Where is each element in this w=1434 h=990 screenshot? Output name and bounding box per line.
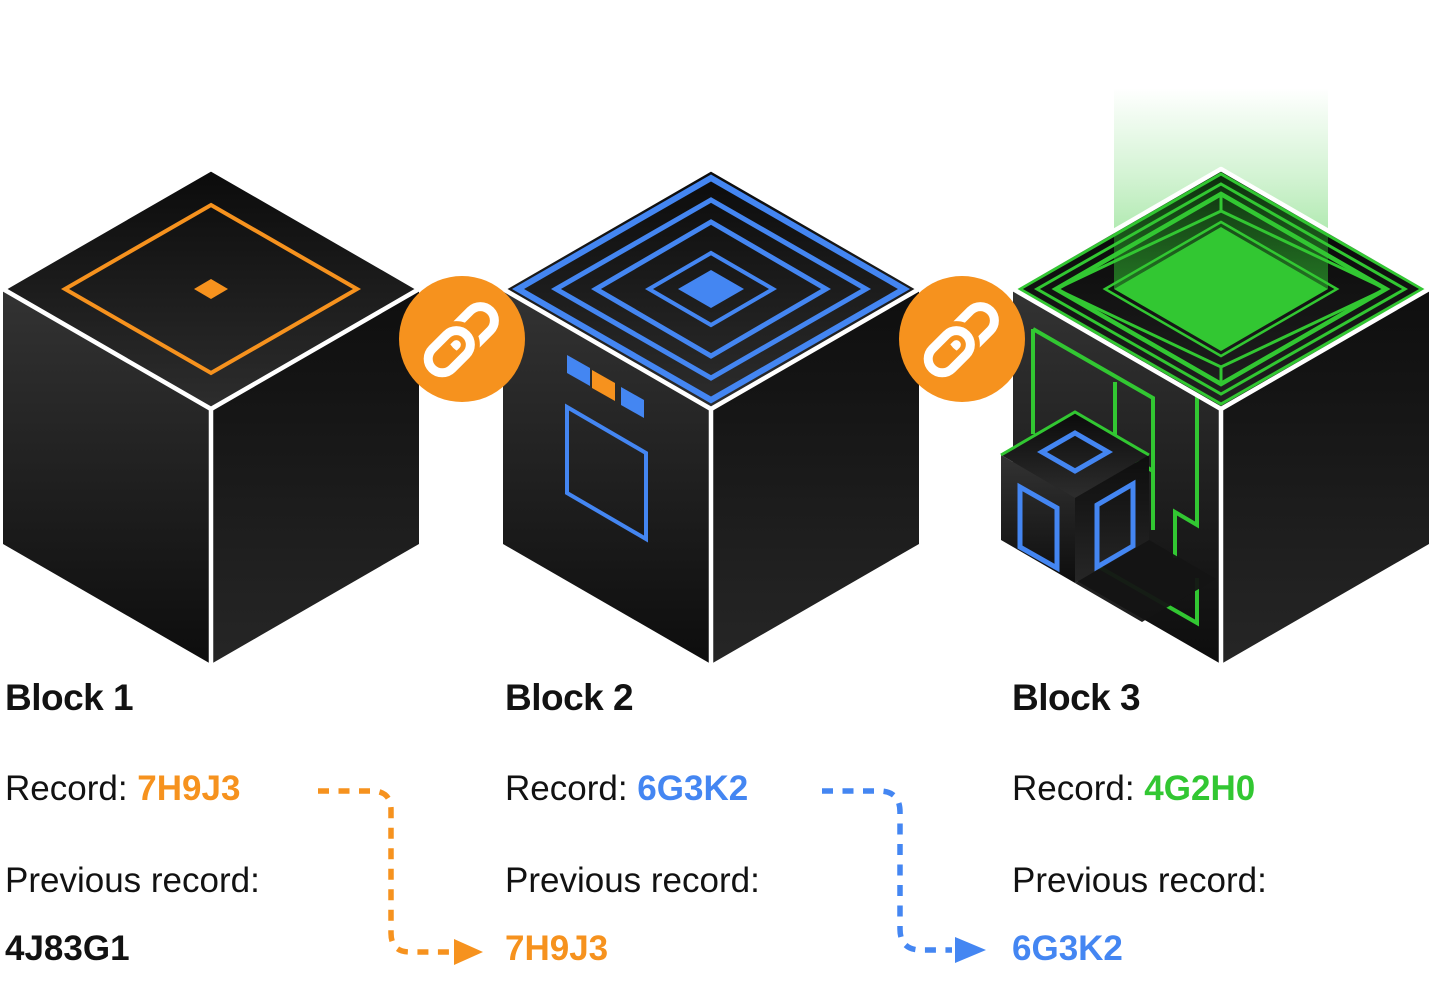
block3-title: Block 3 — [1012, 677, 1141, 718]
block1-record-line: Record: 7H9J3 — [5, 769, 241, 809]
chain-link-icon-2 — [899, 276, 1025, 402]
block2-data-square-1 — [567, 355, 590, 386]
block1-record-label: Record: — [5, 769, 128, 808]
block2-left-face — [503, 289, 711, 664]
block2-title: Block 2 — [505, 677, 634, 718]
block2-cube — [500, 166, 922, 664]
block3-cube — [1000, 88, 1432, 664]
block1-title: Block 1 — [5, 677, 134, 718]
nested-cube-blue-squares — [1017, 430, 1136, 573]
block2-blue-diamond-outlines — [511, 174, 911, 404]
glow-beam — [1114, 88, 1328, 289]
block2-data-square-2 — [592, 370, 615, 401]
block1-previous-value: 4J83G1 — [5, 929, 130, 968]
block1-right-face — [211, 289, 419, 664]
nested-cube — [1000, 410, 1216, 622]
block2-record-label: Record: — [505, 769, 628, 808]
block2-white-edges — [500, 166, 922, 664]
hash-arrow-blue — [822, 788, 986, 963]
block2-data-square-3 — [621, 387, 644, 418]
nested-cube-shadow — [1075, 540, 1216, 622]
block3-record-value: 4G2H0 — [1144, 769, 1256, 808]
block3-previous-value: 6G3K2 — [1012, 929, 1123, 968]
block1-white-edges — [0, 166, 422, 664]
block3-previous-label: Previous record: — [1012, 861, 1267, 900]
block2-record-value: 6G3K2 — [637, 769, 749, 808]
hash-arrow-orange — [318, 788, 483, 965]
arrowhead-orange — [454, 939, 483, 965]
block1-left-face — [3, 289, 211, 664]
block1-cube — [0, 166, 422, 664]
nested-cube-green-edges — [1000, 410, 1150, 457]
block2-record-line: Record: 6G3K2 — [505, 769, 749, 809]
chain-link-icon-1 — [399, 276, 525, 402]
block1-center-diamond — [194, 279, 228, 299]
block1-previous-label: Previous record: — [5, 861, 260, 900]
block2-data-outline-square — [565, 403, 648, 543]
arrowhead-blue — [955, 937, 986, 963]
block2-previous-label: Previous record: — [505, 861, 760, 900]
block2-right-face — [711, 289, 919, 664]
block3-record-label: Record: — [1012, 769, 1135, 808]
block2-center-diamond — [678, 270, 744, 308]
block1-orange-diamond-outline — [60, 202, 362, 376]
block3-green-frame — [1016, 172, 1426, 406]
block2-previous-value: 7H9J3 — [505, 929, 609, 968]
block3-record-line: Record: 4G2H0 — [1012, 769, 1256, 809]
block3-right-face — [1221, 289, 1429, 664]
block3-white-edges — [1010, 166, 1432, 664]
block1-record-value: 7H9J3 — [137, 769, 241, 808]
